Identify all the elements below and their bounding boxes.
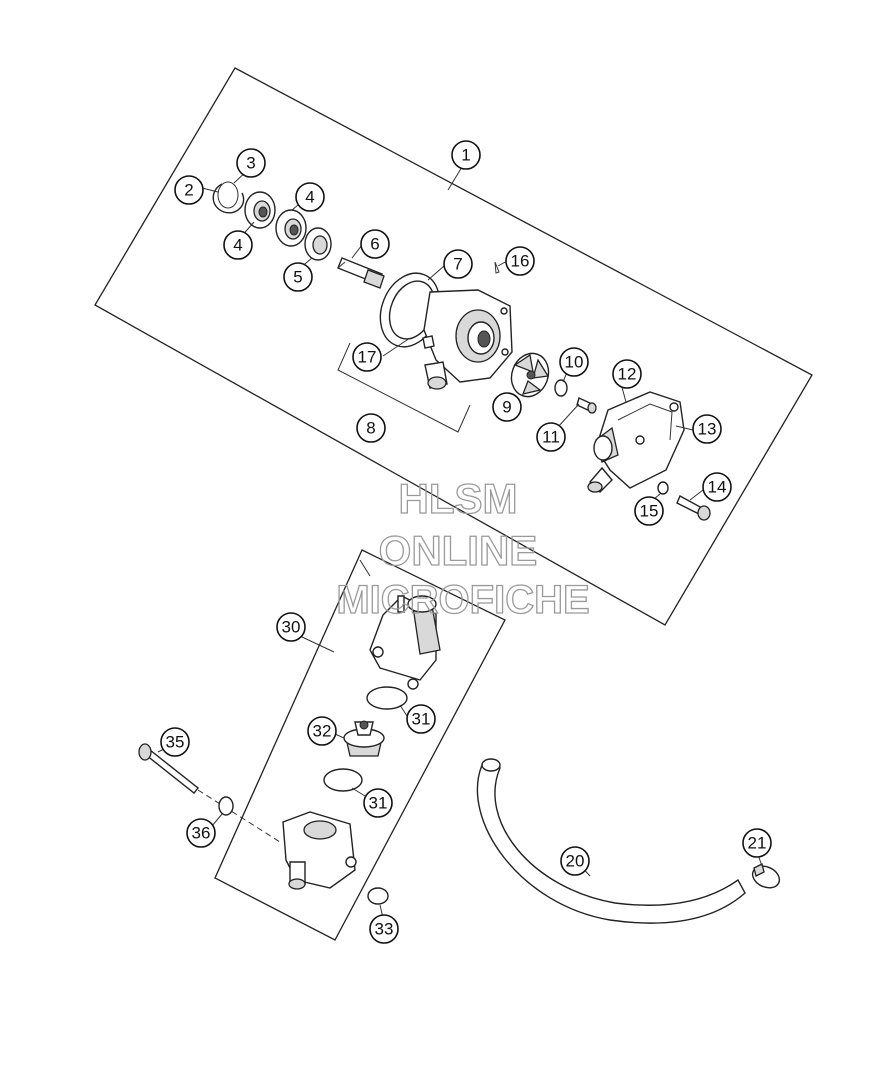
pump-cover-part: [587, 391, 685, 493]
svg-text:9: 9: [502, 398, 511, 417]
svg-text:6: 6: [370, 235, 379, 254]
svg-text:21: 21: [748, 834, 767, 853]
callout-13: 13: [692, 414, 722, 444]
svg-text:14: 14: [708, 478, 727, 497]
callout-31: 31: [363, 788, 393, 818]
callout-9: 9: [492, 392, 522, 422]
watermark: HLSM ONLINE MICROFICHE: [336, 474, 591, 622]
callout-32: 32: [307, 716, 337, 746]
callout-11: 11: [536, 422, 566, 452]
svg-text:15: 15: [640, 502, 659, 521]
callout-20: 20: [560, 846, 590, 876]
callout-30: 30: [276, 612, 306, 642]
bearing-part: [275, 209, 307, 247]
o-ring-part: [323, 768, 363, 792]
hose-clamp-part: [751, 863, 781, 889]
watermark-line-3: MICROFICHE: [336, 578, 589, 622]
ring-part: [217, 181, 239, 209]
callout-31: 31: [406, 704, 436, 734]
water-pump-assembly-frame: [94, 67, 813, 626]
svg-text:1: 1: [461, 146, 470, 165]
bolt-alignment-line: [197, 789, 281, 843]
watermark-line-1: HLSM: [399, 475, 518, 522]
svg-text:16: 16: [511, 252, 530, 271]
callout-4: 4: [223, 230, 253, 260]
callout-5: 5: [283, 262, 313, 292]
pump-shaft-part: [337, 257, 385, 289]
callout-14: 14: [702, 472, 732, 502]
callout-6: 6: [360, 229, 390, 259]
callout-15: 15: [634, 496, 664, 526]
bearing-part: [244, 191, 276, 229]
svg-text:8: 8: [366, 419, 375, 438]
svg-text:13: 13: [698, 420, 717, 439]
o-ring-part: [366, 686, 408, 710]
callout-2: 2: [174, 175, 204, 205]
pump-housing-subframe: [337, 342, 471, 433]
svg-text:3: 3: [246, 154, 255, 173]
thermostat-assembly-frame: [214, 549, 506, 941]
washer-part: [218, 796, 234, 816]
svg-text:4: 4: [233, 236, 242, 255]
svg-text:11: 11: [542, 428, 560, 447]
svg-text:17: 17: [358, 348, 377, 367]
svg-text:30: 30: [282, 618, 301, 637]
callout-12: 12: [612, 359, 642, 389]
o-ring-part: [657, 481, 669, 495]
hose-end: [481, 758, 501, 772]
callout-21: 21: [742, 828, 772, 858]
screw-part: [676, 495, 711, 521]
svg-text:33: 33: [375, 920, 394, 939]
svg-text:10: 10: [565, 353, 584, 372]
callout-36: 36: [186, 818, 216, 848]
callout-3: 3: [236, 148, 266, 178]
long-bolt-part: [138, 743, 199, 794]
impeller-part: [510, 352, 550, 398]
svg-text:12: 12: [618, 365, 637, 384]
svg-text:32: 32: [313, 722, 332, 741]
svg-text:2: 2: [184, 181, 193, 200]
pump-housing-part: [422, 289, 513, 390]
circlip-part: [212, 183, 245, 214]
thermostat-housing-part: [282, 811, 357, 890]
svg-text:31: 31: [369, 794, 388, 813]
thermostat-cover-part: [369, 595, 441, 690]
watermark-line-2: ONLINE: [379, 527, 538, 574]
svg-text:4: 4: [305, 188, 314, 207]
svg-text:5: 5: [293, 268, 302, 287]
callout-17: 17: [352, 342, 382, 372]
svg-text:35: 35: [166, 733, 185, 752]
callout-33: 33: [369, 914, 399, 944]
svg-text:20: 20: [566, 852, 585, 871]
callout-7: 7: [443, 249, 473, 279]
svg-text:7: 7: [453, 255, 462, 274]
callout-8: 8: [356, 413, 386, 443]
svg-text:31: 31: [412, 710, 431, 729]
callout-1: 1: [451, 140, 481, 170]
callout-35: 35: [160, 727, 190, 757]
callout-16: 16: [505, 246, 535, 276]
washer-part: [554, 379, 568, 397]
hose-part: [476, 764, 746, 924]
seal-ring-part: [304, 227, 332, 261]
svg-text:36: 36: [192, 824, 211, 843]
o-ring-part: [367, 887, 389, 905]
bolt-part: [576, 397, 597, 414]
callout-10: 10: [559, 347, 589, 377]
dowel-pin-part: [494, 261, 500, 274]
thermostat-part: [343, 720, 385, 757]
callout-4: 4: [295, 182, 325, 212]
